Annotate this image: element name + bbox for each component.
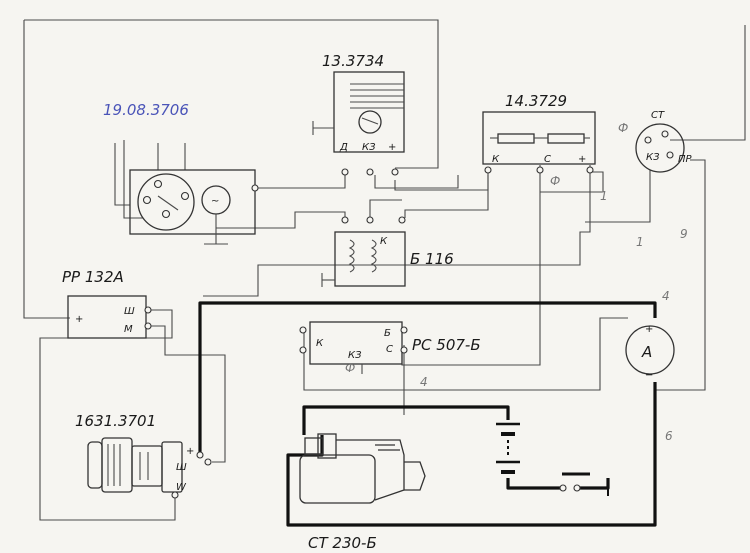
svg-text:Д: Д: [339, 142, 348, 153]
svg-text:W: W: [176, 482, 187, 493]
svg-text:+: +: [578, 154, 586, 165]
svg-text:КЗ: КЗ: [348, 350, 362, 361]
svg-text:~: ~: [211, 196, 219, 207]
svg-text:9: 9: [680, 227, 688, 241]
svg-text:К: К: [380, 236, 388, 247]
svg-text:Ш: Ш: [176, 462, 187, 473]
svg-text:КЗ: КЗ: [646, 152, 660, 163]
resistor-code: 14.3729: [505, 92, 567, 110]
svg-text:1: 1: [600, 189, 608, 203]
resistor-body: [482, 111, 596, 165]
regulator-body: [67, 295, 147, 339]
relay-code: РС 507-Б: [412, 336, 481, 354]
svg-text:ПР: ПР: [678, 154, 693, 165]
svg-text:−: −: [645, 370, 653, 381]
svg-text:М: М: [124, 324, 133, 335]
distributor-code: 19.08.3706: [103, 101, 189, 119]
ammeter: A + −: [625, 324, 675, 381]
svg-text:+: +: [75, 314, 83, 325]
starter-code: СТ 230-Б: [308, 534, 377, 552]
svg-text:Ф: Ф: [550, 174, 560, 188]
svg-text:6: 6: [665, 429, 673, 443]
ignition-switch-body: [635, 123, 685, 173]
alternator: 1631.3701 + Ш W: [75, 412, 212, 499]
switch-code: 13.3734: [322, 52, 384, 70]
svg-text:4: 4: [420, 375, 428, 389]
coil-code: Б 116: [410, 250, 454, 268]
ignition-switch: СТ ПР КЗ: [635, 110, 693, 173]
svg-text:+: +: [388, 142, 396, 153]
thin-wires: [23, 19, 746, 521]
ground-switch: [559, 472, 609, 496]
ammeter-symbol: A: [641, 343, 652, 361]
power-bus: [198, 301, 657, 527]
alternator-code: 1631.3701: [75, 412, 156, 430]
starter-motor: СТ 230-Б: [299, 433, 426, 552]
svg-text:Ф: Ф: [618, 121, 628, 135]
svg-text:Ш: Ш: [124, 306, 135, 317]
svg-text:КЗ: КЗ: [362, 142, 376, 153]
svg-text:Б: Б: [384, 328, 391, 339]
voltage-regulator: РР 132А + Ш М: [62, 268, 152, 339]
distributor-cap: [137, 173, 195, 231]
handwritten-marks: Ф Ф Ф 4 1 1 9 4 6: [345, 121, 688, 443]
svg-text:К: К: [492, 154, 500, 165]
starter-relay: РС 507-Б К КЗ Б С: [299, 321, 481, 374]
ignition-coil: К Б 116: [321, 216, 454, 287]
svg-text:С: С: [544, 154, 551, 165]
svg-text:+: +: [645, 324, 653, 335]
svg-text:4: 4: [662, 289, 670, 303]
coil-body: [334, 231, 406, 287]
regulator-code: РР 132А: [62, 268, 124, 286]
transistor-symbol: [358, 110, 382, 134]
distributor-body: [129, 169, 256, 235]
svg-text:1: 1: [636, 235, 644, 249]
svg-text:Ф: Ф: [345, 361, 355, 375]
svg-text:К: К: [316, 338, 324, 349]
svg-text:СТ: СТ: [651, 110, 665, 121]
starter-housing: [299, 454, 376, 504]
battery: [496, 422, 520, 474]
ammeter-body: [625, 325, 675, 375]
switch-body: [333, 71, 405, 153]
resistor-block: 14.3729 К С +: [482, 92, 596, 174]
svg-text:+: +: [186, 446, 194, 457]
ignition-distributor: 19.08.3706 ~: [103, 101, 259, 245]
relay-body: [309, 321, 403, 365]
svg-text:С: С: [386, 344, 393, 355]
transistor-switch: 13.3734 Д КЗ +: [312, 52, 405, 176]
